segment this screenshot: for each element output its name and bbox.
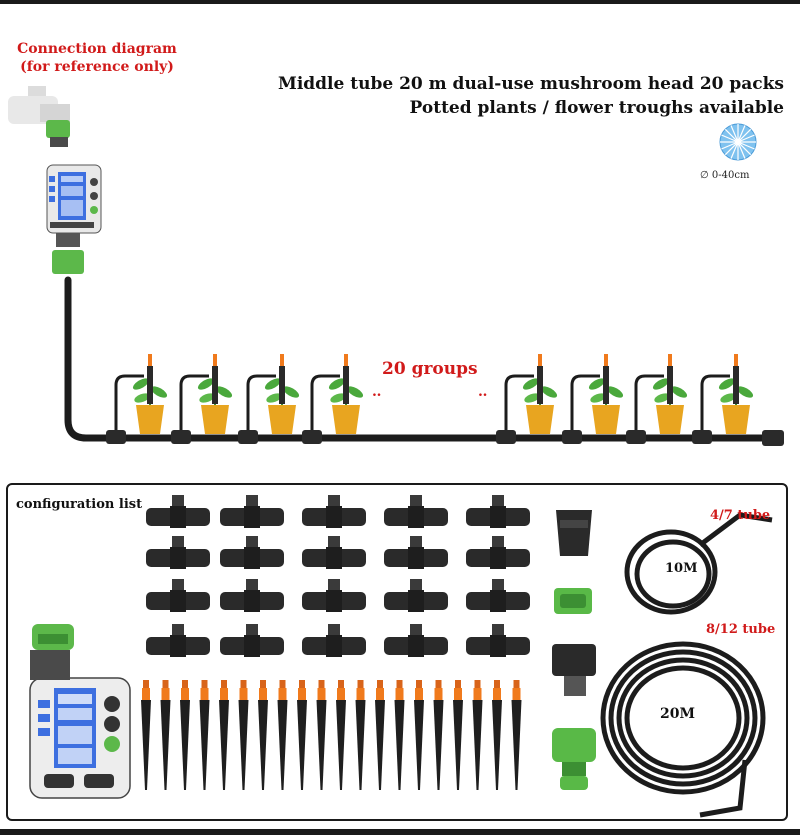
plant-pot-icon <box>496 354 558 444</box>
dripper-stake-icon <box>453 680 463 790</box>
plant-pot-icon <box>302 354 364 444</box>
main-hose <box>64 276 784 442</box>
top-border <box>0 0 800 4</box>
tee-connector-icon <box>302 579 366 612</box>
dripper-stake-icon <box>433 680 444 790</box>
tee-connector-icon <box>220 624 284 657</box>
faucet-adapter-icon <box>552 644 596 696</box>
dripper-stake-icon <box>141 680 151 790</box>
connection-title-line1: Connection diagram <box>17 41 177 57</box>
tee-connector-icon <box>384 579 448 612</box>
dripper-stake-icon <box>199 680 210 790</box>
tee-connector-icon <box>146 624 210 657</box>
hose-end-plug <box>762 430 784 446</box>
tee-connector-icon <box>384 624 448 657</box>
configuration-panel <box>6 483 788 821</box>
dripper-stake-icon <box>219 680 229 790</box>
plant-pot-icon <box>171 354 233 444</box>
plant-pot-icon <box>692 354 754 444</box>
groups-label: 20 groups <box>382 359 478 379</box>
plant-row <box>106 354 754 444</box>
dripper-stake-icon <box>238 680 249 790</box>
tube-b-length: 20M <box>658 706 697 722</box>
green-adapter-icon <box>554 588 592 614</box>
plant-pot-icon <box>238 354 300 444</box>
hose-coil-icon <box>624 512 773 615</box>
bottom-border <box>0 829 800 835</box>
dripper-stake-icon <box>336 680 346 790</box>
tee-connector-icon <box>146 495 210 528</box>
tee-connector-icon <box>384 495 448 528</box>
tee-connector-icon <box>466 624 530 657</box>
quick-connector-icon <box>552 728 596 790</box>
dripper-stake-icon <box>160 680 171 790</box>
headline-line1: Middle tube 20 m dual-use mushroom head … <box>278 74 784 94</box>
tee-connector-icon <box>466 495 530 528</box>
tube-a-label: 4/7 tube <box>710 508 771 523</box>
tee-connector-icon <box>302 624 366 657</box>
dripper-stake-icon <box>316 680 327 790</box>
dripper-stake-icon <box>297 680 307 790</box>
product-headline: Middle tube 20 m dual-use mushroom head … <box>278 72 784 120</box>
plant-pot-icon <box>106 354 168 444</box>
tee-connector-icon <box>146 536 210 569</box>
timer-icon <box>29 624 131 799</box>
configuration-title: configuration list <box>16 497 143 512</box>
dripper-stake-icon <box>375 680 385 790</box>
connection-title-line2: (for reference only) <box>20 59 174 75</box>
dripper-stake-icon <box>355 680 366 790</box>
tee-connector-icon <box>302 495 366 528</box>
continuation-dots-right: ‥ <box>478 384 488 400</box>
dripper-stake-icon <box>414 680 424 790</box>
connection-diagram <box>8 86 784 446</box>
tee-connector-icon <box>466 579 530 612</box>
dripper-stake-icon <box>472 680 483 790</box>
continuation-dots-left: ‥ <box>372 384 382 400</box>
dripper-stake-icon <box>180 680 190 790</box>
connection-diagram-title: Connection diagram (for reference only) <box>8 40 186 76</box>
tee-connector-icon <box>220 579 284 612</box>
tee-connector-icon <box>466 536 530 569</box>
tube-a-length: 10M <box>663 561 700 576</box>
tee-connector-icon <box>220 495 284 528</box>
faucet-icon <box>8 86 70 124</box>
dripper-stake-icon <box>492 680 502 790</box>
tee-connector-grid <box>146 495 530 657</box>
tee-connector-icon <box>220 536 284 569</box>
dripper-stake-row <box>141 680 522 790</box>
tee-connector-icon <box>384 536 448 569</box>
plant-pot-icon <box>562 354 624 444</box>
dripper-stake-icon <box>511 680 522 790</box>
dripper-stake-icon <box>394 680 405 790</box>
end-plug-icon <box>556 510 592 556</box>
timer-icon <box>46 120 102 274</box>
plant-pot-icon <box>626 354 688 444</box>
headline-line2: Potted plants / flower troughs available <box>409 98 784 118</box>
dripper-stake-icon <box>258 680 268 790</box>
tee-connector-icon <box>302 536 366 569</box>
dripper-stake-icon <box>277 680 288 790</box>
spray-diameter-label: ∅ 0-40cm <box>700 170 750 181</box>
spray-pattern-icon <box>719 123 757 161</box>
tee-connector-icon <box>146 579 210 612</box>
hose-coil-icon <box>600 641 766 818</box>
tube-b-label: 8/12 tube <box>706 622 776 637</box>
